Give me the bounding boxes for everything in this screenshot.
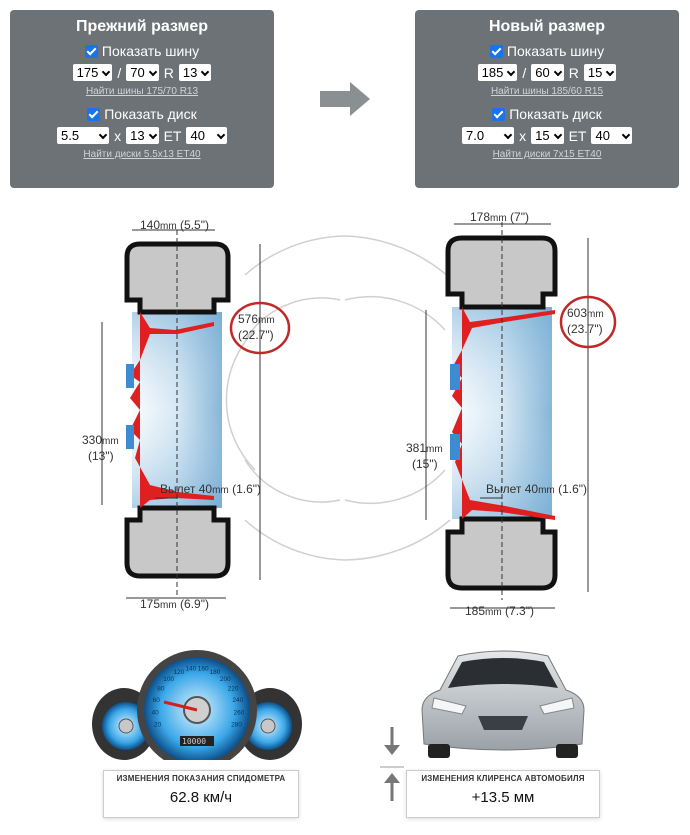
old-rim-diameter-label: 330mm (13") <box>82 433 119 463</box>
speedo-tick-label: 140 <box>185 666 196 673</box>
old-show-tire-checkbox[interactable] <box>84 44 98 58</box>
speedo-tick-label: 20 <box>154 721 162 728</box>
diameter-compare-circles <box>225 235 451 561</box>
arrow-right-icon <box>320 82 370 116</box>
speedo-tick-label: 60 <box>153 697 161 704</box>
new-tire-width-select[interactable]: 185 <box>477 64 518 81</box>
old-diameter-highlight <box>229 301 291 355</box>
car-front-icon <box>421 650 585 758</box>
speedometer-change-box: ИЗМЕНЕНИЯ ПОКАЗАНИЯ СПИДОМЕТРА 62.8 км/ч <box>103 770 299 818</box>
speedo-tick-label: 280 <box>231 721 242 728</box>
old-show-disk-checkbox[interactable] <box>87 107 101 121</box>
new-disk-diameter-select[interactable]: 15 <box>531 127 564 144</box>
new-disk-width-select[interactable]: 7.0 <box>462 127 515 144</box>
new-slash: / <box>522 64 527 81</box>
new-disk-profile <box>452 307 555 520</box>
old-et-label: ET <box>163 127 182 144</box>
old-show-disk-label: Показать диск <box>104 106 197 122</box>
speedo-tick-label: 240 <box>232 697 243 704</box>
new-show-tire-checkbox[interactable] <box>489 44 503 58</box>
new-et-label: ET <box>568 127 587 144</box>
old-disk-diameter-select[interactable]: 13 <box>126 127 159 144</box>
speedo-tick-label: 220 <box>228 686 239 693</box>
new-r-label: R <box>568 64 579 81</box>
clearance-change-label: ИЗМЕНЕНИЯ КЛИРЕНСА АВТОМОБИЛЯ <box>421 774 585 783</box>
old-tire-width-select[interactable]: 175 <box>72 64 113 81</box>
new-show-tire-label: Показать шину <box>506 43 605 59</box>
clearance-change-box: ИЗМЕНЕНИЯ КЛИРЕНСА АВТОМОБИЛЯ +13.5 мм <box>406 770 600 818</box>
wheel-comparison-diagram <box>101 222 617 609</box>
clearance-change-value: +13.5 мм <box>471 789 535 806</box>
speedometer-change-label: ИЗМЕНЕНИЯ ПОКАЗАНИЯ СПИДОМЕТРА <box>116 774 286 783</box>
speedo-tick-label: 260 <box>233 709 244 716</box>
new-size-panel: Новый размер Показать шину 185 / 60 R 15… <box>415 10 679 188</box>
speedo-tick-label: 180 <box>210 669 221 676</box>
new-disk-x: x <box>519 127 527 144</box>
old-size-title: Прежний размер <box>75 18 208 35</box>
new-show-disk-checkbox[interactable] <box>492 107 506 121</box>
old-size-panel: Прежний размер Показать шину 175 / 70 R … <box>10 10 274 188</box>
clearance-arrows-icon <box>380 727 404 801</box>
new-find-tires-link[interactable]: Найти шины 185/60 R15 <box>490 86 604 97</box>
new-size-title: Новый размер <box>488 18 606 35</box>
speedo-tick-label: 80 <box>157 686 165 693</box>
old-tire-rim-select[interactable]: 13 <box>178 64 212 81</box>
old-slash: / <box>117 64 122 81</box>
old-find-disks-link[interactable]: Найти диски 5.5x13 ET40 <box>83 149 201 160</box>
speedometer-change-value: 62.8 км/ч <box>169 789 233 806</box>
old-show-tire-label: Показать шину <box>101 43 200 59</box>
old-outer-diameter-label: 576mm (22.7") <box>238 312 275 342</box>
old-disk-x: x <box>114 127 122 144</box>
odometer-readout: 10000 <box>182 737 207 746</box>
speedo-tick-label: 160 <box>198 666 209 673</box>
speedo-tick-label: 100 <box>163 676 174 683</box>
new-offset-label: Вылет 40mm (1.6") <box>486 482 588 496</box>
new-outer-diameter-label: 603mm (23.7") <box>567 306 604 336</box>
new-wheel <box>425 222 617 609</box>
old-disk-width-label: 140mm (5.5") <box>140 218 209 232</box>
old-wheel <box>101 229 291 599</box>
new-disk-width-label: 178mm (7") <box>470 210 529 224</box>
new-tire-width-label: 185mm (7.3") <box>465 604 534 618</box>
old-tire-profile-select[interactable]: 70 <box>126 64 159 81</box>
old-find-tires-link[interactable]: Найти шины 175/70 R13 <box>85 86 199 97</box>
old-offset-label: Вылет 40mm (1.6") <box>160 482 262 496</box>
old-disk-width-select[interactable]: 5.5 <box>57 127 110 144</box>
new-diameter-highlight <box>559 295 617 349</box>
old-r-label: R <box>163 64 174 81</box>
old-disk-et-select[interactable]: 40 <box>186 127 227 144</box>
new-rim-diameter-label: 381mm (15") <box>406 441 443 471</box>
speedo-tick-label: 40 <box>151 709 159 716</box>
speedo-tick-label: 120 <box>174 669 185 676</box>
new-tire-rim-select[interactable]: 15 <box>583 64 617 81</box>
new-tire-profile-select[interactable]: 60 <box>531 64 564 81</box>
speedo-tick-label: 200 <box>220 676 231 683</box>
new-disk-et-select[interactable]: 40 <box>591 127 632 144</box>
old-tire-width-label: 175mm (6.9") <box>140 597 209 611</box>
new-find-disks-link[interactable]: Найти диски 7x15 ET40 <box>492 149 602 160</box>
new-show-disk-label: Показать диск <box>509 106 602 122</box>
